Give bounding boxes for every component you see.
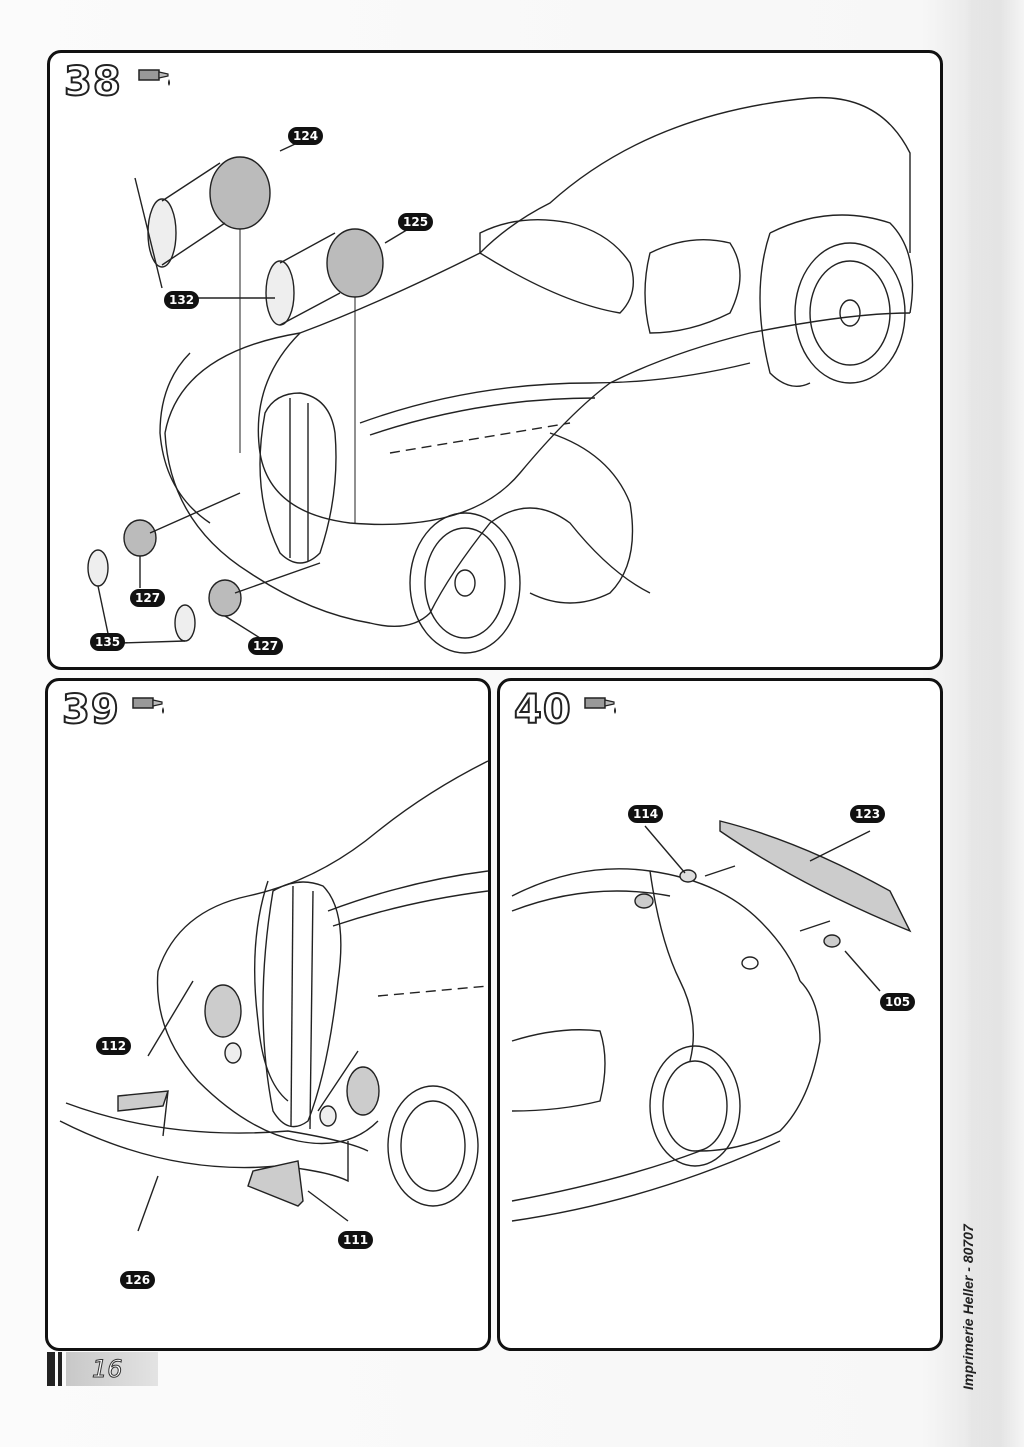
step-40-panel: 40 [497, 678, 943, 1351]
part-callout-112: 112 [96, 1037, 132, 1055]
part-callout-123: 123 [850, 805, 886, 823]
step-39-panel: 39 [45, 678, 491, 1351]
page-number: 16 [92, 1355, 124, 1384]
step-39-drawing [59, 760, 488, 1232]
step-number: 38 [63, 58, 122, 106]
step-38-panel: 38 [47, 50, 943, 670]
part-callout-127: 127 [130, 589, 166, 607]
part-callout-126: 126 [120, 1271, 156, 1289]
part-callout-135: 135 [90, 633, 126, 651]
page-number-box [66, 1352, 158, 1386]
footer-bar [58, 1352, 62, 1386]
part-callout-127: 127 [248, 637, 284, 655]
part-callout-132: 132 [164, 291, 200, 309]
step-38-drawing [87, 96, 914, 654]
page-edge-shadow [964, 0, 1024, 1447]
step-number: 39 [61, 686, 120, 734]
step-40-drawing [511, 820, 912, 1222]
part-callout-105: 105 [880, 993, 916, 1011]
footer-bar [47, 1352, 55, 1386]
glue-tube-icon [132, 697, 164, 714]
part-callout-114: 114 [628, 805, 664, 823]
glue-tube-icon [584, 697, 616, 714]
part-callout-124: 124 [288, 127, 324, 145]
part-callout-125: 125 [398, 213, 434, 231]
step-number: 40 [513, 686, 572, 734]
glue-tube-icon [138, 69, 170, 86]
printer-imprint: Imprimerie Heller - 80707 [960, 1224, 976, 1390]
part-callout-111: 111 [338, 1231, 374, 1249]
